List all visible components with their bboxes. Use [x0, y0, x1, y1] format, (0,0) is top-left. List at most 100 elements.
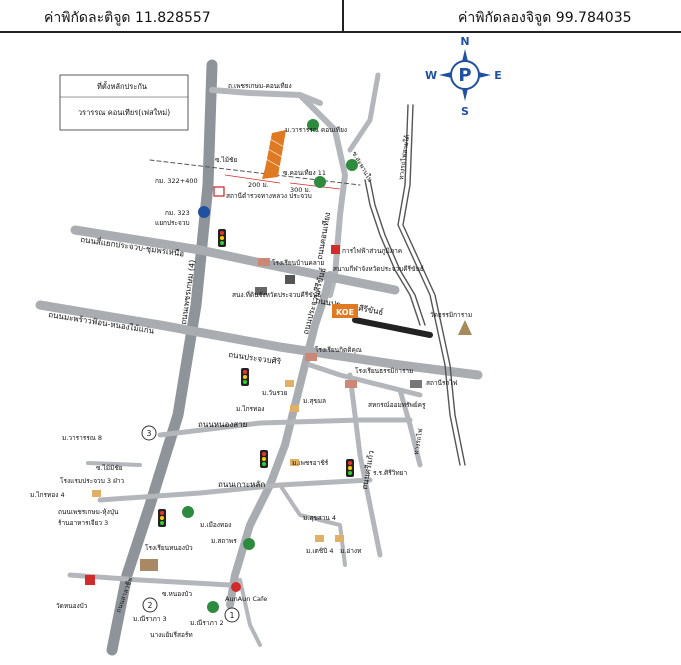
road-label-km323: กม. 323	[165, 209, 190, 217]
location-map: 200 ม. 300 ม. ที่ตั้งหลักประกัน วรารรณ ค…	[30, 35, 502, 656]
place-rail-station: สถานีรถไฟ	[426, 379, 458, 387]
project-box-name: วรารรณ คอนเทียร(เฟสใหม่)	[78, 108, 170, 117]
road-labels: ถนนเพชรเกษม (4) ถ.เพชรเกษม-คอนเทียง ซ.คอ…	[48, 82, 425, 614]
tree-icon	[243, 538, 255, 550]
place-labels: ม.วารารรณ คอนเทียง สถานีตำรวจทางหลวง ประ…	[30, 126, 472, 639]
road-label-kohtia-11: ซ.คอนเทียง 11	[283, 169, 326, 177]
road-sri-kaew	[347, 372, 383, 558]
place-soi-maithai2: ซ.ไม้มิชัย	[96, 464, 123, 472]
road-label-phetkasem-kohtia: ถ.เพชรเกษม-คอนเทียง	[228, 82, 292, 90]
railway-line-b	[402, 104, 466, 466]
road-mapraw	[35, 300, 483, 380]
school-banlai-icon	[258, 258, 270, 266]
place-m-pirapa2: ม.ณีราภา 2	[190, 619, 224, 627]
coordinate-header: ค่าพิกัดละติจูด 11.828557 ค่าพิกัดลองจิจ…	[0, 0, 681, 33]
phetkasem-highway	[106, 59, 218, 656]
road-label-nong-sai: ถนนหนองสาย	[198, 420, 247, 429]
place-m-phetcharat: ม.เพชรอาชิร์	[292, 459, 329, 467]
place-m-kraithong4: ม.ไกรทอง 4	[30, 491, 65, 499]
place-wat-nongbua: วัดหนองบัว	[56, 602, 88, 610]
distance-300-label: 300 ม.	[290, 186, 311, 194]
traffic-light-icon	[346, 459, 354, 477]
wat-nongbua-icon	[85, 575, 95, 585]
place-m-thipmon: ม.เตชิปิ 4	[306, 547, 334, 555]
road-label-junction: แยกประจวบ	[155, 219, 190, 227]
place-wat-dharma: วัดธรรมิการาม	[430, 311, 472, 319]
road-label-soi-maithai: ซ.ไม้ชัย	[215, 156, 237, 164]
project-callout: ที่ตั้งหลักประกัน วรารรณ คอนเทียร(เฟสใหม…	[59, 74, 189, 131]
road-label-ko-lak: ถนนเกาะหลัก	[218, 480, 265, 489]
road-thin-rail-b	[369, 179, 426, 326]
poi-icons: KOE 3 2 1	[85, 119, 472, 623]
road-thin-rail	[364, 179, 421, 326]
road-label-prachuap-siri: ถนนประจวบศิริ	[228, 350, 283, 366]
place-cafe: AunAun Cafe	[225, 595, 267, 603]
road-bottom-soi	[238, 578, 262, 647]
house-icon	[285, 380, 294, 387]
traffic-lights	[158, 229, 354, 527]
road-label-km322: กม. 322+400	[155, 177, 198, 185]
place-police: สถานีตำรวจทางหลวง ประจวบ	[226, 192, 312, 200]
place-soi-nongbua: ซ.หนองบัว	[162, 590, 192, 598]
rail-crossing-bar	[352, 317, 433, 338]
road-northeast	[347, 72, 381, 153]
place-school-banlai: โรงเรียนบ้านคลาย	[272, 259, 324, 267]
place-ror-sor: ร.ร.ศิรีวิทยา	[373, 469, 407, 477]
school-dharmika-icon	[345, 380, 357, 388]
place-m-wararawan8: ม.วารารรณ 8	[62, 434, 102, 442]
place-m-muangthong: ม.เมืองทอง	[200, 521, 231, 529]
place-m-kraithong: ม.ไกรทอง	[236, 405, 264, 413]
compass-logo-icon: P	[458, 65, 471, 86]
marker-icon	[141, 425, 157, 441]
land-office-icon	[255, 287, 267, 295]
road-label-phetkasem-hoopun: ถนนเพชรเกษม-หุ้งปุ่น	[58, 508, 119, 516]
project-box-title: ที่ตั้งหลักประกัน	[97, 81, 147, 91]
cafe-icon	[231, 582, 241, 592]
marker-1: 1	[230, 611, 235, 620]
header-divider	[342, 0, 344, 33]
place-school-kittikhun: โรงเรียนกิตติคุณ	[315, 346, 362, 354]
tree-icon	[346, 159, 358, 171]
road-inner-loop	[278, 483, 347, 567]
place-m-wararawan: ม.วารารรณ คอนเทียง	[285, 126, 347, 134]
pea-icon	[331, 245, 340, 254]
project-site	[262, 130, 286, 179]
railway-line-a	[397, 104, 461, 466]
road-north-kohtia	[209, 87, 323, 106]
road-label-khon-thiang: ถนนคอนเทียง	[315, 211, 332, 260]
school-nongbua-icon	[140, 559, 158, 571]
compass-east: E	[494, 69, 502, 82]
place-m-angthong: ม.อ่างท	[340, 547, 361, 555]
road-ko-lak	[97, 477, 373, 503]
stadium-icon	[285, 275, 295, 284]
place-m-sukmon: ม.สุขมล	[303, 397, 326, 405]
longitude-label: ค่าพิกัดลองจิจูด 99.784035	[458, 10, 632, 26]
police-icon	[213, 186, 225, 197]
traffic-light-icon	[158, 509, 166, 527]
place-pea: การไฟฟ้าส่วนภูมิภาค	[342, 247, 402, 255]
place-stadium: สนามกีฬาจังหวัดประจวบคีรีขันธ์	[333, 265, 424, 273]
compass-north: N	[460, 35, 469, 48]
marker-3: 3	[147, 429, 152, 438]
place-m-suksan: ม.สุขสาน 4	[303, 514, 336, 522]
road-station-south	[397, 387, 423, 468]
road-prachuap-sirikhan	[226, 271, 334, 609]
soi-west-lower	[86, 461, 142, 467]
ptt-icon	[198, 206, 210, 218]
road-label-railway: ทางรถไฟสายใต้	[397, 134, 411, 180]
distance-markers: 200 ม. 300 ม.	[224, 174, 341, 194]
house-icon	[290, 459, 299, 466]
marker-icon	[224, 607, 240, 623]
school-kittikhun-icon	[305, 353, 317, 361]
place-m-pirapa: ม.ณีราภา 3	[133, 615, 167, 623]
place-school-dharmika: โรงเรียนธรรมิการาม	[355, 367, 413, 375]
place-m-sathaporn: ม.สถาพร	[211, 537, 237, 545]
distance-200-label: 200 ม.	[248, 181, 269, 189]
koe-badge-icon	[332, 304, 358, 318]
place-school-nongbua: โรงเรียนหนองบัว	[145, 544, 193, 552]
marker-2: 2	[148, 601, 153, 610]
rail-station-icon	[410, 380, 422, 388]
road-saeng-prachuap	[70, 225, 400, 295]
tree-icon	[207, 601, 219, 613]
place-m-wanrak: ม.วันรวย	[262, 389, 288, 397]
